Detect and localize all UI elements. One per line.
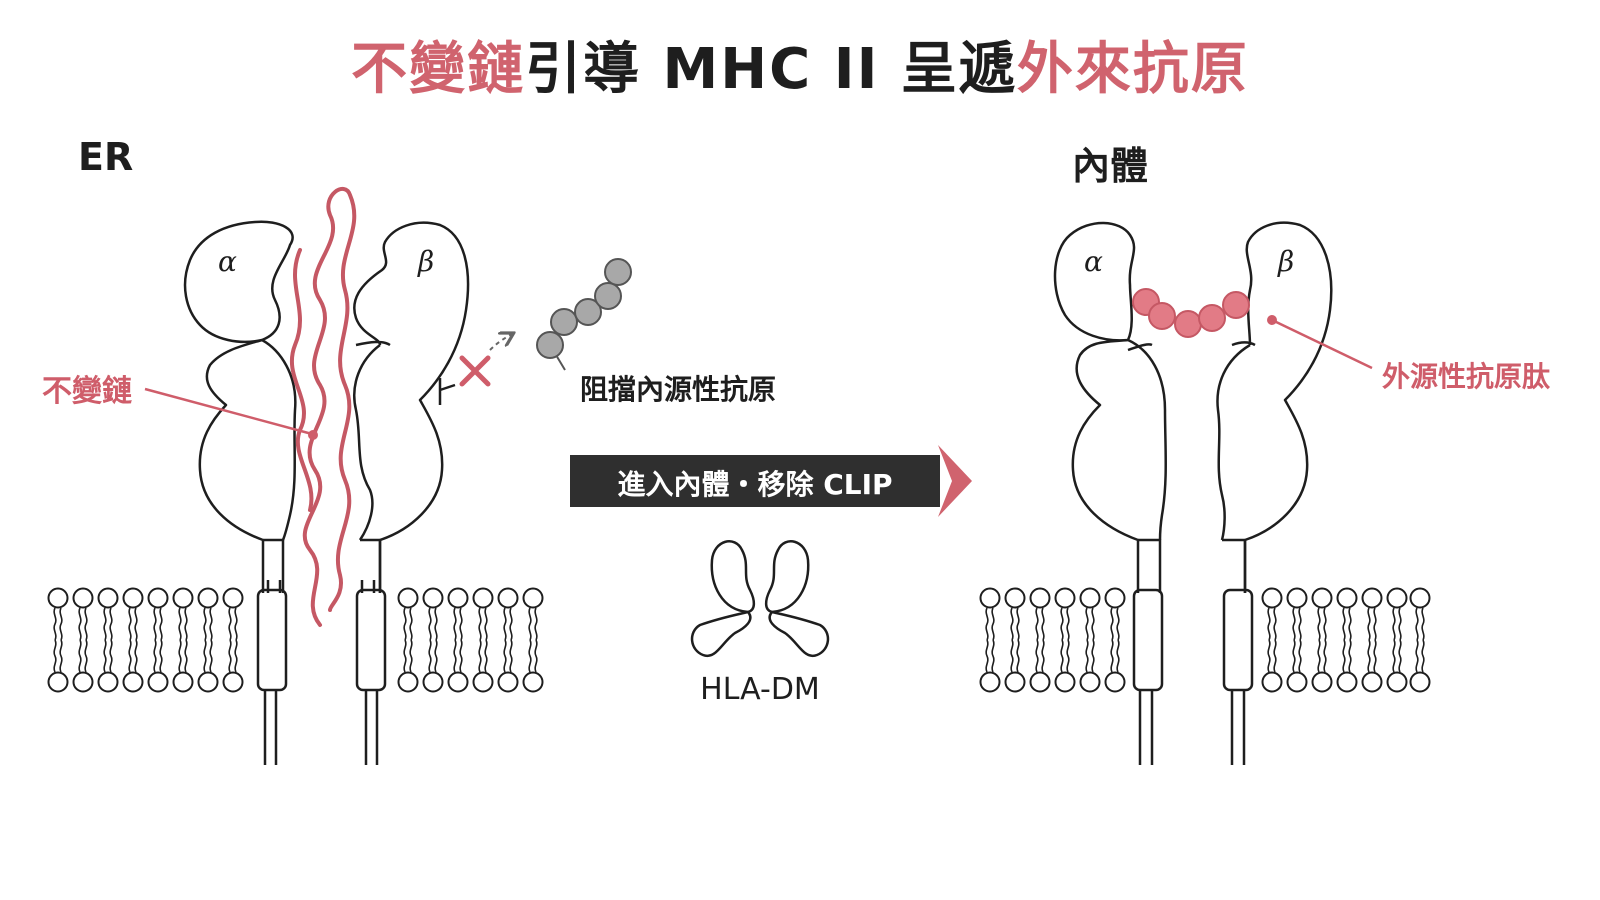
invariant-chain-strand-2 [289,248,314,512]
right-mhc-alpha-chain [1053,221,1167,765]
peptide-pointer [1271,318,1373,370]
title-highlight-invariant-chain: 不變鏈 [351,37,526,102]
invariant-chain-pointer [144,387,313,436]
label-left-beta: β [418,245,435,278]
process-arrow [570,445,972,517]
invariant-chain-pointer-dot [308,430,318,440]
label-endosome: 內體 [1072,144,1149,188]
page-title: 不變鏈引導 MHC II 呈遞外來抗原 [0,24,1600,105]
peptide-pointer-dot [1267,315,1277,325]
label-right-alpha: α [1084,245,1103,278]
left-mhc-alpha-chain [183,220,297,765]
label-hla-dm: HLA-DM [700,672,820,707]
endogenous-antigen-chain [536,258,632,371]
membrane-left [47,587,544,693]
hla-dm-icon [690,540,830,658]
right-mhc-beta-chain [1216,221,1333,765]
membrane-right [979,587,1431,693]
label-invariant-chain: 不變鏈 [42,374,132,409]
label-process-arrow: 進入內體・移除 CLIP [617,468,893,501]
label-er: ER [78,135,134,179]
label-right-beta: β [1278,245,1295,278]
invariant-chain-strand [302,187,357,627]
exogenous-peptide-chain [1132,288,1250,338]
label-block-endogenous: 阻擋內源性抗原 [580,373,777,406]
title-highlight-foreign-antigen: 外來抗原 [1016,37,1249,102]
block-symbol [438,334,512,405]
label-left-alpha: α [218,245,237,278]
title-middle: 引導 MHC II 呈遞 [525,37,1017,102]
left-mhc-beta-chain [353,221,470,765]
label-exogenous-peptide: 外源性抗原肽 [1382,360,1551,393]
